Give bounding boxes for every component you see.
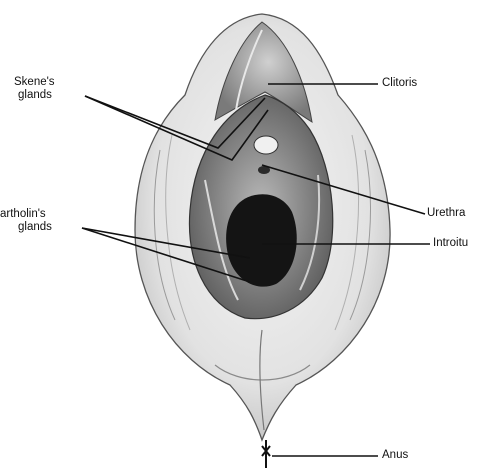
label-introitus: Introitu — [433, 237, 468, 250]
clitoris-glans — [254, 136, 278, 154]
label-bartholins-glands: artholin's glands — [0, 208, 52, 234]
anus-mark — [262, 440, 270, 468]
label-anus: Anus — [382, 449, 408, 462]
label-clitoris: Clitoris — [382, 77, 417, 90]
label-skenes-glands: Skene's glands — [14, 76, 55, 102]
label-urethra: Urethra — [427, 207, 465, 220]
introitus-opening — [226, 194, 297, 286]
